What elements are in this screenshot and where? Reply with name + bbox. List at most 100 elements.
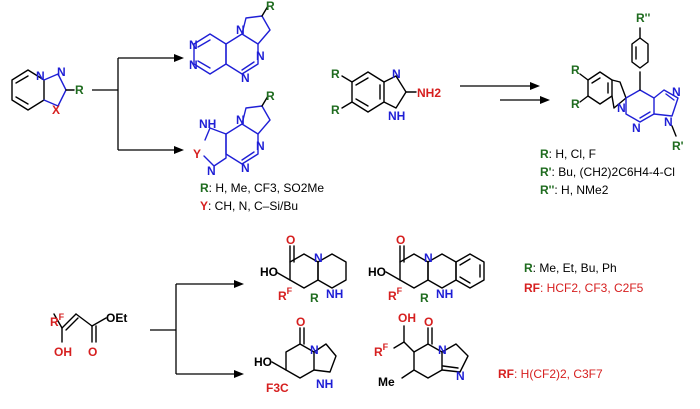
product-pyridoquinazolinone: O N NH HO RF R [368, 233, 485, 305]
substituent-r: R [266, 0, 275, 13]
legend-r-values: : H, Me, CF3, SO2Me [209, 181, 325, 195]
aminobenzimidazole-reactant: R R N NH NH2 [331, 67, 441, 123]
atom-nh: NH [436, 287, 453, 301]
product-benzimidazo-imidazopyrimidine: R R N N N N R' R'' [571, 11, 684, 153]
atom-nh: NH [316, 377, 333, 391]
substituent-r: R [310, 291, 319, 305]
atom-nh: NH [388, 109, 405, 123]
atom-n: N [241, 161, 250, 175]
triazolopyrimidine-reactant: N N X R [11, 65, 84, 117]
svg-text:Y: CH, N, C–Si/Bu: Y: CH, N, C–Si/Bu [200, 199, 298, 213]
rf-superscript: F [59, 312, 65, 322]
atom-n: N [310, 343, 319, 357]
branch-arrow-top-left [92, 54, 184, 154]
svg-text:R: H, Cl, F: R: H, Cl, F [540, 147, 596, 161]
svg-text:R': Bu, (CH2)2C6H4-4-Cl: R': Bu, (CH2)2C6H4-4-Cl [540, 165, 675, 179]
atom-oh: OH [54, 345, 72, 359]
substituent-f3c: F3C [266, 381, 289, 395]
atom-n2: N [57, 65, 66, 79]
atom-n: N [632, 121, 641, 135]
atom-n: N [256, 49, 265, 63]
atom-o: O [286, 233, 295, 247]
atom-nh2: NH2 [417, 86, 441, 100]
legend-r-key: R [540, 147, 549, 161]
substituent-me: Me [378, 375, 395, 389]
rf-superscript: F [397, 286, 403, 296]
legend-bottom-upper: R: Me, Et, Bu, Ph RF: HCF2, CF3, C2F5 [524, 261, 644, 295]
atom-oh: OH [398, 311, 416, 325]
legend-y-values: : CH, N, C–Si/Bu [208, 199, 298, 213]
substituent-r: R [571, 97, 580, 111]
atom-n: N [424, 251, 433, 265]
atom-o: O [424, 315, 433, 329]
atom-n1: N [36, 69, 45, 83]
rf-letter: R [374, 345, 383, 359]
legend-r-prime-values: : Bu, (CH2)2C6H4-4-Cl [552, 165, 675, 179]
svg-text:R'': H, NMe2: R'': H, NMe2 [540, 183, 609, 197]
svg-text:RF: H(CF2)2, C3F7: RF: H(CF2)2, C3F7 [498, 367, 603, 381]
atom-o: O [396, 233, 405, 247]
legend-r-values: : Me, Et, Bu, Ph [533, 261, 617, 275]
fluoroalkyl-enol-ester-reactant: RF OH O OEt [50, 311, 127, 359]
atom-n: N [456, 369, 465, 383]
product-hydroxyfluoroalkyl-bicycle: O N N OH RF Me [374, 311, 469, 389]
rf-superscript: F [287, 286, 293, 296]
substituent-r: R [420, 291, 429, 305]
atom-n: N [236, 23, 245, 37]
svg-text:RF: HCF2, CF3, C2F5: RF: HCF2, CF3, C2F5 [524, 281, 644, 295]
legend-rf-key: RF [498, 367, 514, 381]
legend-rf-key: RF [524, 281, 540, 295]
rf-superscript: F [383, 342, 389, 352]
substituent-r: R [571, 63, 580, 77]
atom-ho: HO [254, 355, 272, 369]
product-pyridopyrimidinone: O N NH HO RF R [260, 233, 347, 305]
reaction-arrow-top-right [460, 82, 550, 104]
atom-n: N [236, 113, 245, 127]
atom-n: N [392, 67, 401, 81]
legend-top-left: R: H, Me, CF3, SO2Me Y: CH, N, C–Si/Bu [200, 181, 324, 213]
rf-letter: R [278, 289, 287, 303]
atom-n: N [664, 115, 673, 129]
legend-rf-values: : H(CF2)2, C3F7 [514, 367, 603, 381]
legend-r-key: R [524, 261, 533, 275]
atom-o: O [88, 345, 97, 359]
legend-r-key: R [200, 181, 209, 195]
atom-n: N [672, 85, 681, 99]
atom-o: O [296, 315, 305, 329]
svg-text:R: H, Me, CF3, SO2Me: R: H, Me, CF3, SO2Me [200, 181, 324, 195]
product-pyrazino-triazolopyrimidine: R N N N N N [189, 0, 275, 85]
product-trifluoromethyl-bicycle: O N NH HO F3C [254, 315, 337, 395]
branch-arrow-bottom [150, 280, 244, 378]
svg-text:R: Me, Et, Bu, Ph: R: Me, Et, Bu, Ph [524, 261, 617, 275]
legend-bottom-lower: RF: H(CF2)2, C3F7 [498, 367, 603, 381]
atom-n: N [617, 101, 626, 115]
rf-letter: R [388, 289, 397, 303]
rf-letter: R [50, 315, 59, 329]
atom-n: N [207, 164, 216, 178]
legend-r-double-prime-values: : H, NMe2 [554, 183, 608, 197]
legend-r-prime-key: R' [540, 165, 552, 179]
atom-n: N [189, 38, 198, 52]
atom-n: N [189, 58, 198, 72]
substituent-r: R [75, 83, 84, 97]
substituent-rf: RF [388, 286, 403, 303]
atom-y: Y [193, 147, 201, 161]
legend-top-right: R: H, Cl, F R': Bu, (CH2)2C6H4-4-Cl R'':… [540, 147, 675, 197]
legend-r-double-prime-key: R'' [540, 183, 555, 197]
substituent-r: R [266, 89, 275, 103]
substituent-rf-red: RF [50, 312, 65, 329]
atom-ho: HO [368, 265, 386, 279]
substituent-r-prime: R' [672, 139, 684, 153]
substituent-r: R [331, 103, 340, 117]
atom-ho: HO [260, 265, 278, 279]
substituent-rf: RF [374, 342, 389, 359]
atom-n: N [256, 139, 265, 153]
atom-n: N [314, 251, 323, 265]
atom-x: X [52, 103, 60, 117]
substituent-rf: RF [278, 286, 293, 303]
substituent-r: R [331, 67, 340, 81]
substituent-r-double-prime: R'' [636, 11, 651, 25]
atom-n: N [438, 343, 447, 357]
